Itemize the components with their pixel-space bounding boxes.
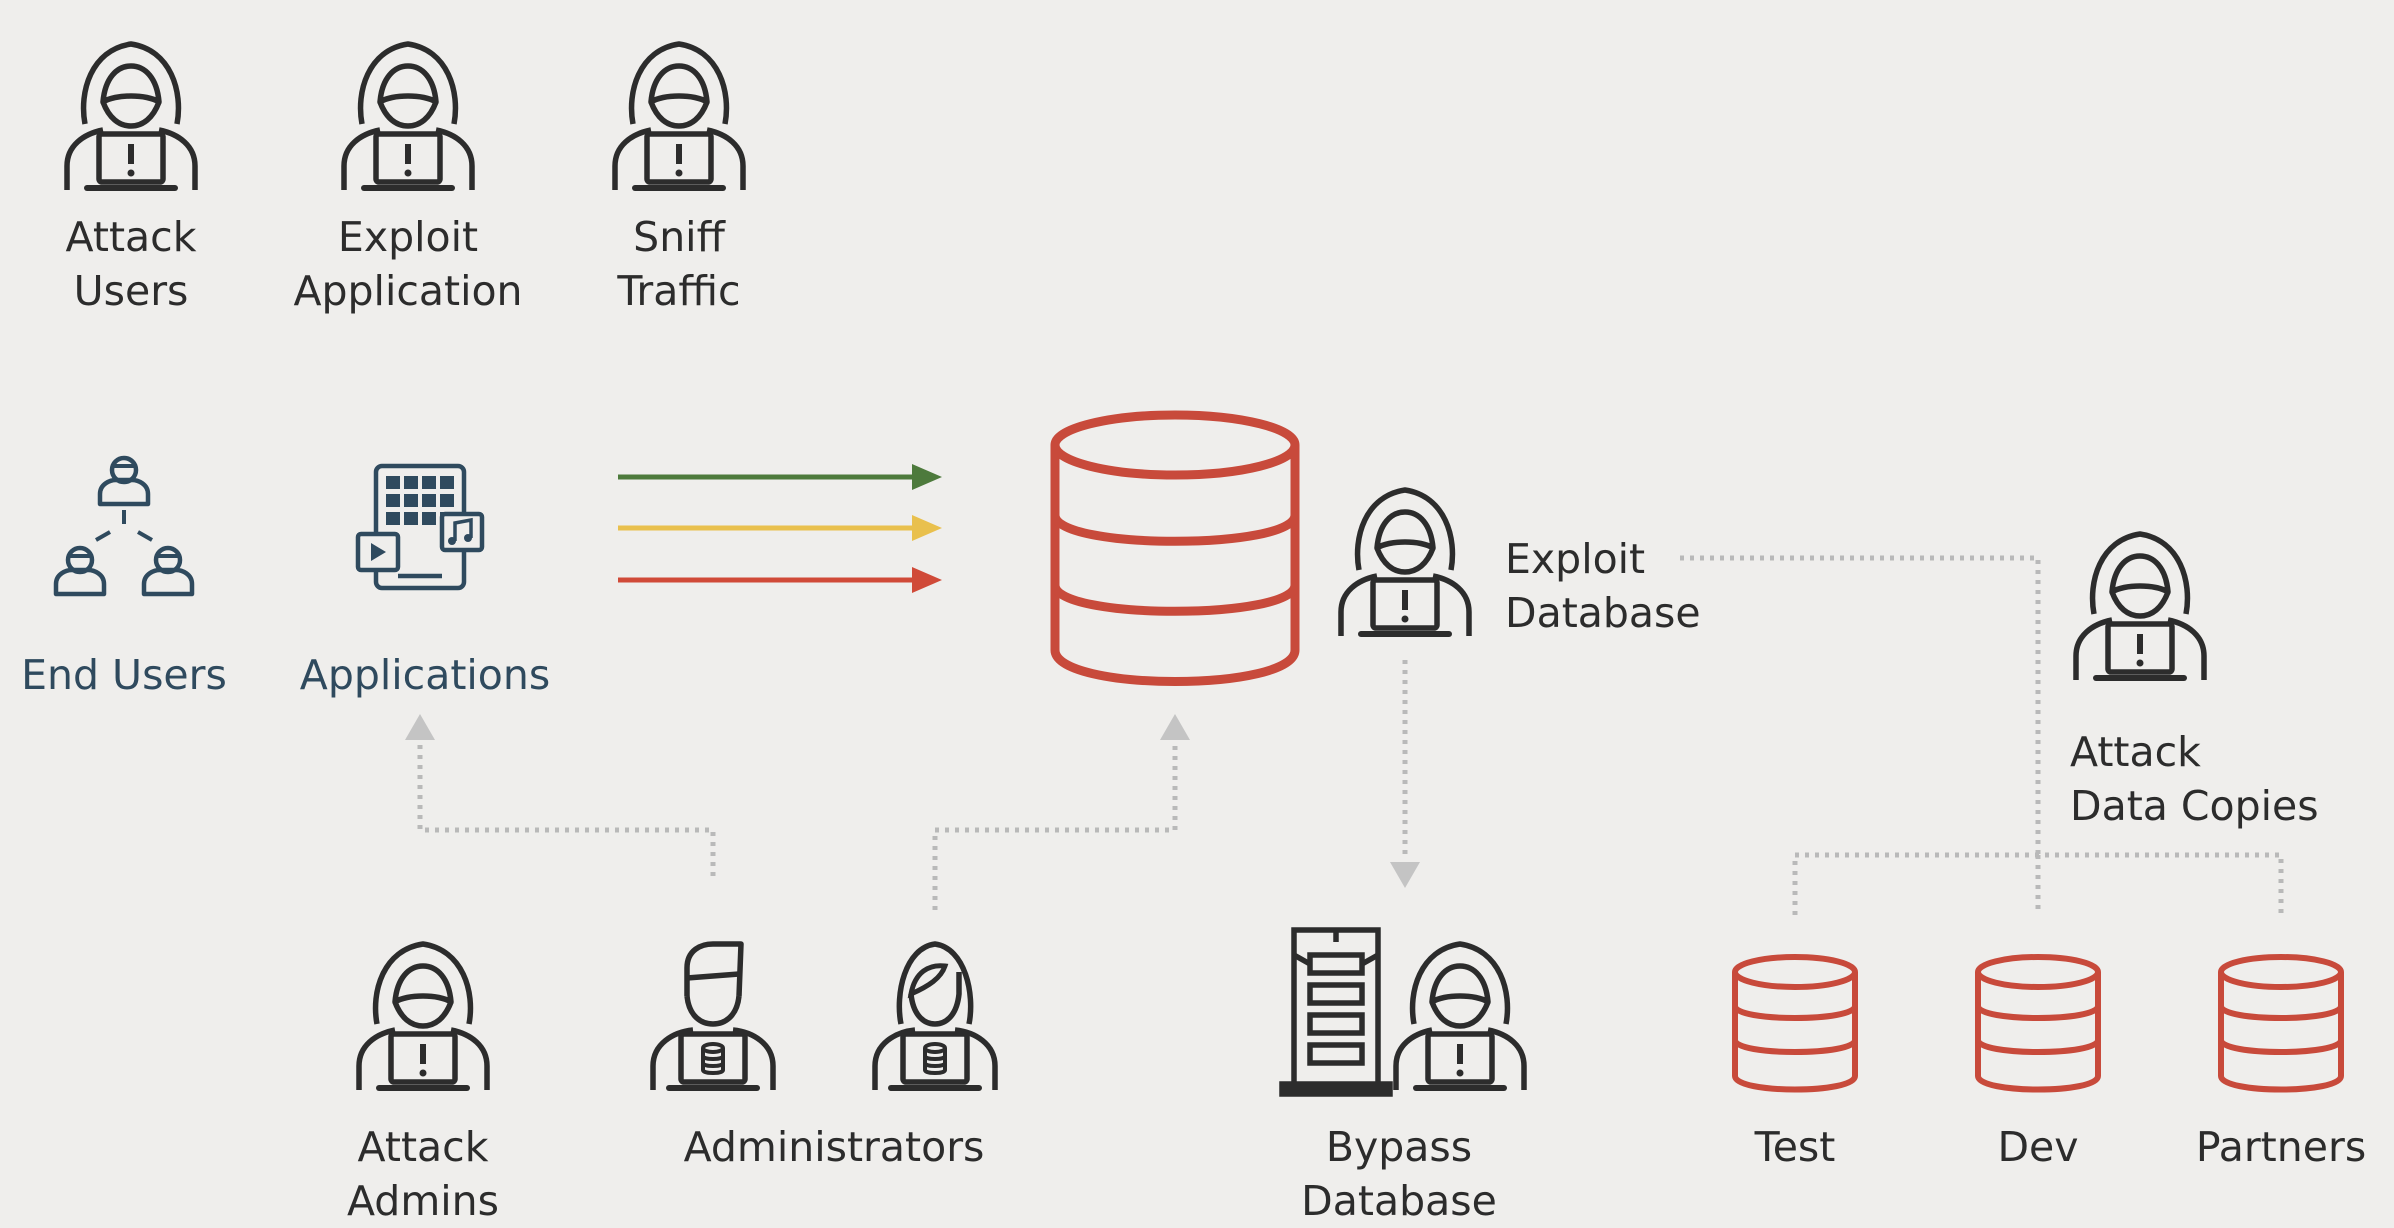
attack-admins-line2: Admins	[346, 1177, 500, 1225]
test-label: Test	[1754, 1123, 1836, 1171]
dotted-arrowhead-down	[1390, 862, 1420, 888]
dotted-arrowhead-up-applications	[405, 714, 435, 740]
bypass-database-label: Bypass Database	[1279, 1120, 1519, 1228]
dev-database-icon	[1978, 957, 2098, 1090]
attack-data-copies-line2: Data Copies	[2070, 782, 2319, 830]
server-icon	[1279, 927, 1393, 1097]
attack-users-line2: Users	[73, 267, 189, 315]
exploit-database-line1: Exploit	[1505, 535, 1646, 583]
attack-admins-line1: Attack	[357, 1123, 489, 1171]
attack-data-copies-line1: Attack	[2070, 728, 2201, 776]
partners-label: Partners	[2195, 1123, 2367, 1171]
administrators-label: Administrators	[683, 1123, 985, 1171]
exploit-database-label: Exploit Database	[1505, 532, 1701, 640]
main-database-icon	[1050, 410, 1300, 686]
dotted-arrowhead-up-database	[1160, 714, 1190, 740]
attack-data-copies-hacker-icon	[2076, 534, 2204, 680]
dotted-connectors	[417, 555, 2284, 915]
sniff-traffic-line2: Traffic	[617, 267, 741, 315]
exploit-application-line1: Exploit	[337, 213, 479, 261]
exploit-application-hacker-icon	[344, 44, 472, 190]
administrator-female-icon	[875, 944, 995, 1090]
attack-users-hacker-icon	[67, 44, 195, 190]
bypass-database-hacker-icon	[1396, 944, 1524, 1090]
test-database-icon	[1735, 957, 1855, 1090]
applications-label: Applications	[299, 651, 551, 699]
applications-icon	[355, 463, 485, 591]
bypass-database-line1: Bypass	[1325, 1123, 1473, 1171]
partners-database-icon	[2221, 957, 2341, 1090]
dev-label: Dev	[1997, 1123, 2079, 1171]
exploit-application-line2: Application	[293, 267, 523, 315]
attack-users-line1: Attack	[65, 213, 197, 261]
attack-data-copies-label: Attack Data Copies	[2070, 725, 2319, 833]
sniff-traffic-line1: Sniff	[633, 213, 725, 261]
end-users-label: End Users	[21, 651, 227, 699]
traffic-arrows	[618, 464, 942, 593]
exploit-database-line2: Database	[1505, 589, 1701, 637]
sniff-traffic-label: Sniff Traffic	[599, 210, 759, 318]
administrator-male-icon	[653, 944, 773, 1090]
exploit-database-hacker-icon	[1341, 490, 1469, 636]
exploit-application-label: Exploit Application	[278, 210, 538, 318]
attack-users-label: Attack Users	[51, 210, 211, 318]
attack-admins-hacker-icon	[359, 944, 487, 1090]
attack-admins-label: Attack Admins	[333, 1120, 513, 1228]
end-users-icon	[56, 458, 192, 594]
sniff-traffic-hacker-icon	[615, 44, 743, 190]
bypass-database-line2: Database	[1301, 1177, 1497, 1225]
